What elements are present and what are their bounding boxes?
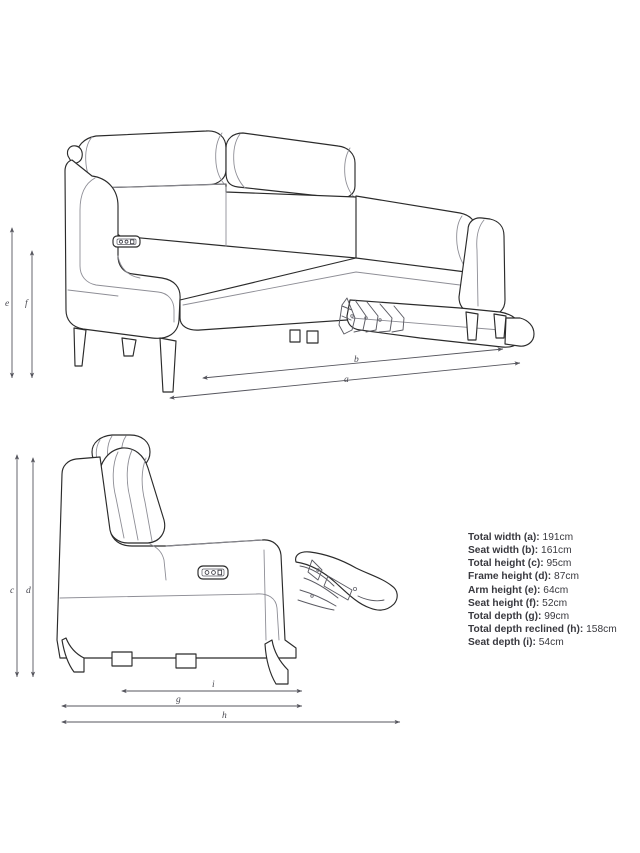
seat-seam-top <box>182 271 469 306</box>
dimension-label-c: c <box>10 586 15 596</box>
dimension-label-i: i <box>212 680 215 690</box>
front-leg-left-front <box>159 337 177 393</box>
front-foot-left-mid <box>121 337 137 357</box>
left-arm-corner-seam <box>117 255 141 279</box>
spec-label: Seat depth (i): <box>468 637 536 649</box>
center-foot-1 <box>289 329 301 343</box>
spec-row: Seat height (f): 52cm <box>468 597 640 610</box>
arm-top-knuckle <box>66 145 83 164</box>
dimension-e: e <box>5 227 15 379</box>
spec-row: Total depth (g): 99cm <box>468 610 640 623</box>
spec-row: Seat width (b): 161cm <box>468 544 640 557</box>
spec-row: Total depth reclined (h): 158cm <box>468 623 640 636</box>
spec-value: 87cm <box>554 571 579 583</box>
control-button-1[interactable] <box>119 239 123 244</box>
spec-value: 64cm <box>543 584 569 596</box>
side-back-cushion-seam-1 <box>112 451 125 539</box>
left-arm <box>64 159 181 339</box>
side-foot-mid-2 <box>175 653 197 669</box>
side-control-panel[interactable] <box>197 565 229 580</box>
control-button-2[interactable] <box>124 239 129 244</box>
side-back-cushion-seam-2 <box>126 449 139 541</box>
center-foot-2 <box>306 330 319 344</box>
dimension-d: d <box>26 457 36 678</box>
control-button-3[interactable] <box>130 239 135 245</box>
side-recline-mechanism <box>295 551 398 611</box>
footrest-end-cap <box>504 317 535 347</box>
side-view-sofa: c d i g h <box>10 434 401 725</box>
headrest-cushion-right <box>225 132 356 199</box>
front-view-sofa: e f b a <box>5 130 535 400</box>
spec-value: 158cm <box>586 624 617 636</box>
side-control-button-3[interactable] <box>217 569 223 576</box>
headrest-right-seam-right <box>344 147 355 198</box>
side-leg-rear <box>264 639 289 685</box>
spec-label: Seat height (f): <box>468 597 540 609</box>
side-leg-front <box>61 637 85 673</box>
side-back-cushion-seam-3 <box>141 457 153 542</box>
dimension-b: b <box>202 347 504 380</box>
dimension-i: i <box>121 680 303 694</box>
spec-row: Seat depth (i): 54cm <box>468 636 640 649</box>
dimension-label-e: e <box>5 299 9 309</box>
back-top-edge-1 <box>94 183 227 189</box>
front-control-panel[interactable] <box>112 235 141 248</box>
spec-value: 52cm <box>542 597 568 609</box>
spec-label: Total height (c): <box>468 558 544 570</box>
left-arm-inner-seam <box>79 177 175 323</box>
dimension-label-d: d <box>26 586 31 596</box>
headrest-left-seam-right <box>215 132 227 187</box>
side-body-outline <box>56 456 297 659</box>
spec-row: Total width (a): 191cm <box>468 531 640 544</box>
dimension-label-f: f <box>25 298 29 309</box>
side-seat-seam <box>59 593 280 641</box>
dimension-f: f <box>25 250 35 379</box>
dimension-label-g: g <box>176 695 181 705</box>
spec-label: Arm height (e): <box>468 584 541 596</box>
recline-mechanism-front <box>338 297 405 335</box>
spec-label: Seat width (b): <box>468 545 539 557</box>
spec-value: 191cm <box>542 532 574 543</box>
dimension-h: h <box>61 711 401 725</box>
dimension-label-a: a <box>344 375 349 385</box>
spec-value: 95cm <box>546 558 572 570</box>
front-leg-right-2 <box>493 313 507 339</box>
spec-label: Total width (a): <box>468 532 540 543</box>
side-foot-mid-1 <box>111 651 133 667</box>
left-arm-base-seam <box>67 289 119 297</box>
side-arm-top-edge <box>165 539 263 547</box>
side-control-button-1[interactable] <box>204 570 210 575</box>
headrest-right-seam <box>233 133 246 189</box>
side-arm-inner-curve <box>149 543 167 581</box>
spec-value: 161cm <box>541 545 572 557</box>
spec-row: Total height (c): 95cm <box>468 557 640 570</box>
dimension-g: g <box>61 695 303 709</box>
spec-row: Arm height (e): 64cm <box>468 584 640 597</box>
spec-label: Frame height (d): <box>468 571 552 583</box>
side-control-button-2[interactable] <box>211 570 216 575</box>
spec-row: Frame height (d): 87cm <box>468 570 640 583</box>
spec-label: Total depth reclined (h): <box>468 624 584 636</box>
front-leg-right <box>465 311 479 341</box>
dimension-a: a <box>169 361 521 400</box>
right-arm-seam <box>476 219 485 307</box>
spec-value: 54cm <box>538 637 564 649</box>
specifications-list: Total width (a): 191cm Seat width (b): 1… <box>468 531 640 649</box>
side-frame-split <box>263 549 267 641</box>
dimension-label-b: b <box>354 355 359 365</box>
spec-label: Total depth (g): <box>468 610 542 622</box>
spec-value: 99cm <box>544 610 570 622</box>
dimension-label-h: h <box>222 711 227 721</box>
dimension-c: c <box>10 454 20 678</box>
front-leg-left-rear <box>73 327 87 367</box>
